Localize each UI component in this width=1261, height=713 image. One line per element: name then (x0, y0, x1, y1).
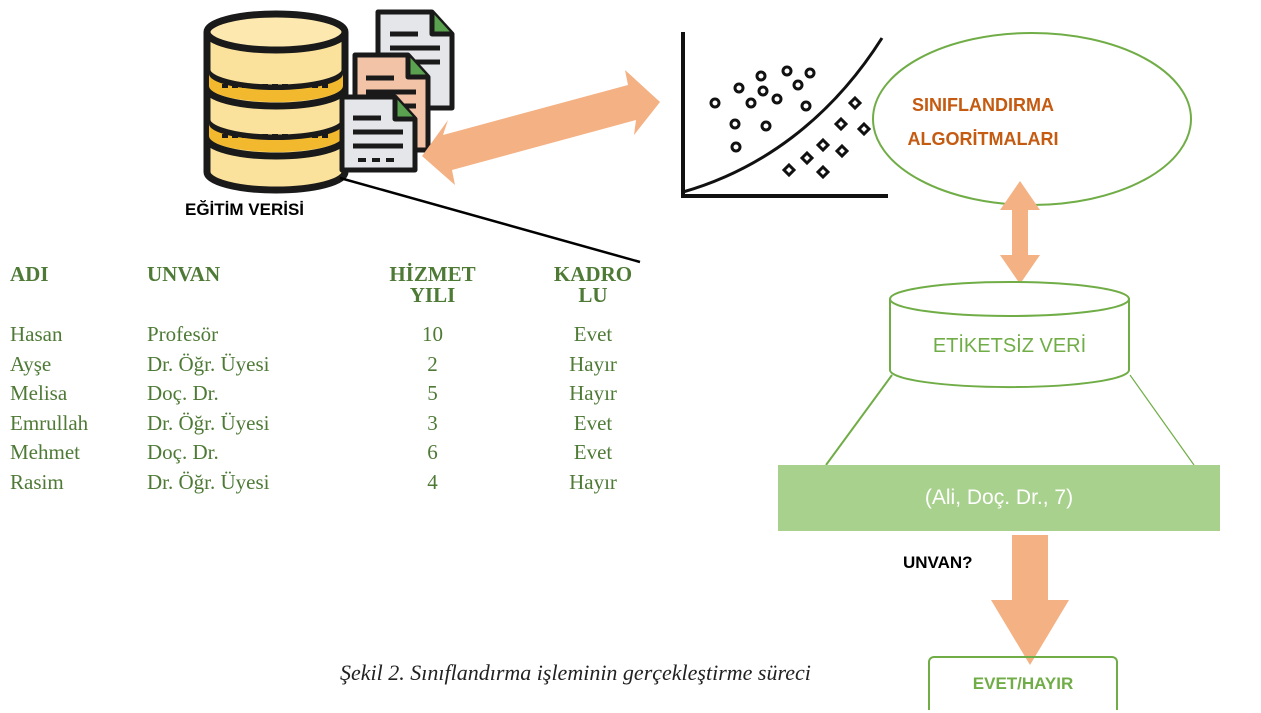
cell-adi: Emrullah (10, 410, 89, 435)
cell-kadro: Hayır (569, 381, 617, 405)
cell-kadro: Evet (573, 410, 613, 435)
scatter-plot-icon (681, 32, 888, 198)
sample-record-text: (Ali, Doç. Dr., 7) (924, 486, 1074, 509)
cell-kadro: Evet (573, 440, 613, 464)
table-row: Hasan Profesör 10 Evet (10, 320, 668, 350)
cell-hizmet: 4 (427, 469, 438, 494)
cell-unvan: Dr. Öğr. Üyesi (147, 469, 270, 494)
table-row: Melisa Doç. Dr. 5 Hayır (10, 379, 668, 409)
cell-hizmet: 5 (427, 381, 438, 405)
documents-icon (339, 9, 455, 173)
result-label: EVET/HAYIR (972, 674, 1074, 693)
unlabeled-data-label: ETİKETSİZ VERİ (932, 335, 1087, 357)
figure-caption: Şekil 2. Sınıflandırma işleminin gerçekl… (340, 660, 811, 685)
header-hizmet-line2: YILI (409, 283, 456, 307)
double-arrow-horizontal (422, 70, 660, 185)
algorithms-label-line1: SINIFLANDIRMA (912, 95, 1054, 115)
database-icon (203, 10, 349, 194)
training-data-label: EĞİTİM VERİSİ (185, 200, 305, 219)
algorithms-label-line2: ALGORİTMALARI (907, 129, 1059, 149)
cell-adi: Ayşe (10, 351, 52, 376)
sample-record-box: (Ali, Doç. Dr., 7) (778, 465, 1220, 531)
cell-hizmet: 10 (422, 322, 443, 346)
double-arrow-vertical (1000, 181, 1040, 284)
cell-unvan: Dr. Öğr. Üyesi (147, 351, 270, 376)
training-data-table: ADI UNVAN HİZMET YILI KADRO LU Hasan Pro… (10, 264, 668, 497)
cell-adi: Rasim (10, 469, 64, 494)
question-label: UNVAN? (903, 553, 973, 572)
cell-adi: Melisa (10, 381, 68, 405)
cell-unvan: Doç. Dr. (147, 440, 219, 464)
header-hizmet-line1: HİZMET (389, 262, 476, 286)
cell-hizmet: 3 (427, 410, 438, 435)
header-hizmet: HİZMET YILI (347, 264, 518, 320)
header-kadro-line2: LU (578, 283, 608, 307)
funnel-line-right (1129, 374, 1195, 466)
cell-kadro: Evet (573, 322, 613, 346)
algorithms-label: SINIFLANDIRMA ALGORİTMALARI (878, 88, 1088, 156)
cell-unvan: Profesör (147, 322, 219, 346)
header-unvan: UNVAN (147, 262, 221, 286)
table-row: Rasim Dr. Öğr. Üyesi 4 Hayır (10, 468, 668, 498)
table-row: Ayşe Dr. Öğr. Üyesi 2 Hayır (10, 350, 668, 380)
cell-unvan: Dr. Öğr. Üyesi (147, 410, 270, 435)
cell-adi: Hasan (10, 322, 63, 346)
funnel-line-left (825, 374, 893, 466)
down-arrow (991, 535, 1069, 665)
table-row: Emrullah Dr. Öğr. Üyesi 3 Evet (10, 409, 668, 439)
header-kadro: KADRO LU (518, 264, 668, 320)
connector-line (339, 176, 641, 264)
cell-hizmet: 6 (427, 440, 438, 464)
cell-adi: Mehmet (10, 440, 80, 464)
header-adi: ADI (10, 262, 49, 286)
table-row: Mehmet Doç. Dr. 6 Evet (10, 438, 668, 468)
cell-kadro: Hayır (569, 351, 617, 376)
cell-unvan: Doç. Dr. (147, 381, 219, 405)
result-box: EVET/HAYIR (928, 656, 1118, 710)
header-kadro-line1: KADRO (553, 262, 633, 286)
unlabeled-data-cylinder (889, 281, 1130, 389)
cell-hizmet: 2 (427, 351, 438, 376)
cell-kadro: Hayır (569, 469, 617, 494)
table-header-row: ADI UNVAN HİZMET YILI KADRO LU (10, 264, 668, 320)
